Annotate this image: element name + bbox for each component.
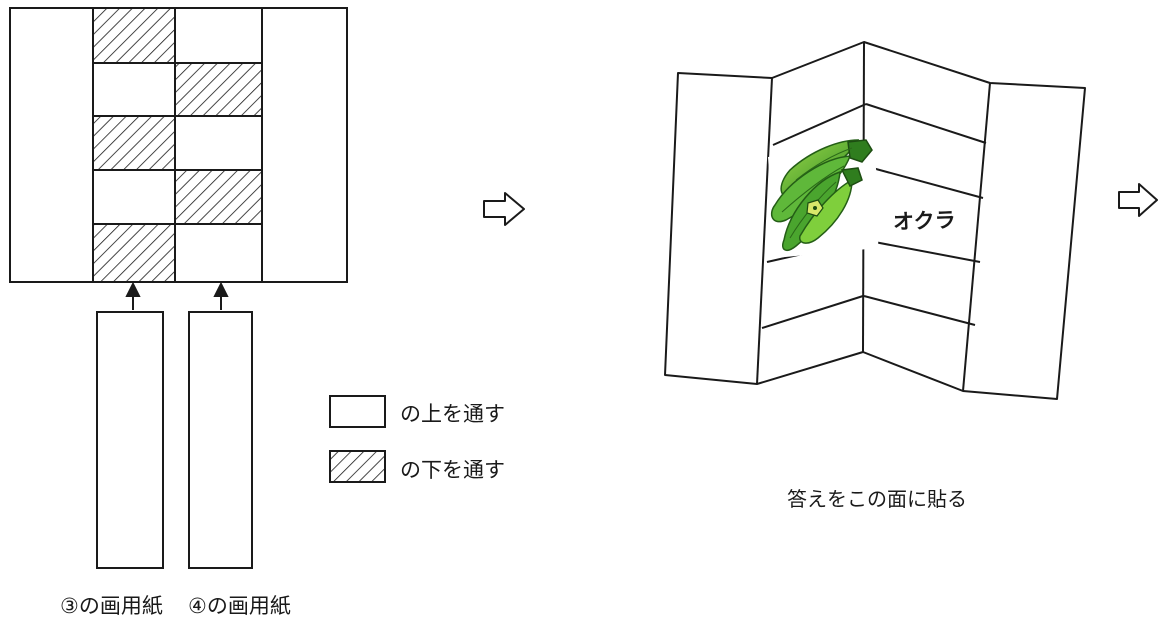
- weaving-grid: [9, 7, 348, 283]
- legend-under-swatch: [329, 450, 386, 483]
- hatched-cell: [93, 116, 175, 170]
- legend-over-swatch: [329, 395, 386, 428]
- hatched-cell: [175, 63, 262, 116]
- arrow-up-icon: [213, 281, 229, 310]
- paper-strip-3: [96, 311, 164, 569]
- arrow-up-icon: [125, 281, 141, 310]
- strip-4-label: ④の画用紙: [188, 594, 291, 618]
- paper-strip-4: [188, 311, 253, 569]
- hatched-cell: [93, 224, 175, 282]
- hatched-cell: [93, 8, 175, 63]
- base-sheet: [9, 7, 348, 283]
- strip-3-label: ③の画用紙: [60, 594, 163, 618]
- folded-card: [664, 41, 1086, 400]
- okra-label: オクラ: [892, 207, 957, 235]
- okra-illustration-icon: [770, 139, 873, 251]
- card-caption: 答えをこの面に貼る: [787, 487, 967, 511]
- okra-sticker: [768, 139, 880, 258]
- arrow-right-outline-icon: [483, 192, 525, 226]
- hatched-cells: [93, 8, 262, 282]
- arrow-right-outline-icon: [1118, 183, 1158, 217]
- hatched-cell: [175, 170, 262, 224]
- legend-under-label: の下を通す: [400, 458, 505, 482]
- legend-over-label: の上を通す: [400, 402, 505, 426]
